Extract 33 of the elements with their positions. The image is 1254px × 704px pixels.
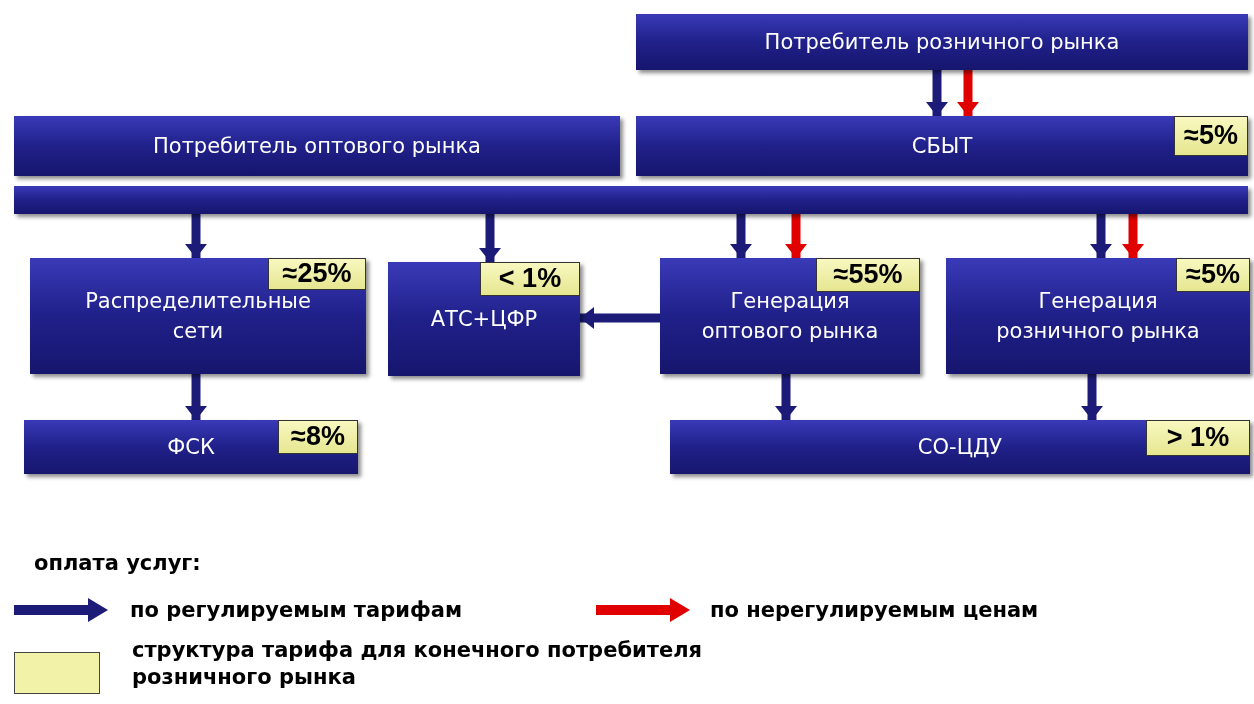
bus-bar [14, 186, 1248, 214]
arrow [775, 374, 797, 420]
arrow [730, 214, 752, 258]
entity-box: СО-ЦДУ > 1% [670, 420, 1250, 474]
entity-box: ФСК ≈8% [24, 420, 358, 474]
legend-text: структура тарифа для конечного потребителя розничного рынка [132, 637, 704, 692]
entity-box: Распределительные сети ≈25% [30, 258, 366, 374]
arrow [185, 374, 207, 420]
percent-badge: ≈25% [268, 258, 366, 290]
percent-badge: ≈5% [1176, 258, 1250, 292]
entity-box: Потребитель оптового рынка [14, 116, 620, 176]
arrow [926, 70, 948, 116]
entity-box: Генерация оптового рынка ≈55% [660, 258, 920, 374]
percent-badge: < 1% [480, 262, 580, 296]
entity-box: АТС+ЦФР < 1% [388, 262, 580, 376]
arrow [1081, 374, 1103, 420]
percent-badge: > 1% [1146, 420, 1250, 456]
arrow [1122, 214, 1144, 258]
arrow [580, 307, 660, 329]
percent-badge: ≈8% [278, 420, 358, 454]
arrow [479, 214, 501, 262]
entity-box: Потребитель розничного рынка [636, 14, 1248, 70]
percent-badge: ≈55% [816, 258, 920, 292]
legend-text: по регулируемым тарифам [130, 597, 463, 624]
entity-box: Генерация розничного рынка ≈5% [946, 258, 1250, 374]
legend-text: по нерегулируемым ценам [710, 597, 1039, 624]
legend-heading: оплата услуг: [34, 550, 201, 577]
percent-badge: ≈5% [1174, 116, 1248, 156]
arrow [185, 214, 207, 258]
arrow [957, 70, 979, 116]
arrow [785, 214, 807, 258]
arrow [1090, 214, 1112, 258]
entity-box: СБЫТ ≈5% [636, 116, 1248, 176]
